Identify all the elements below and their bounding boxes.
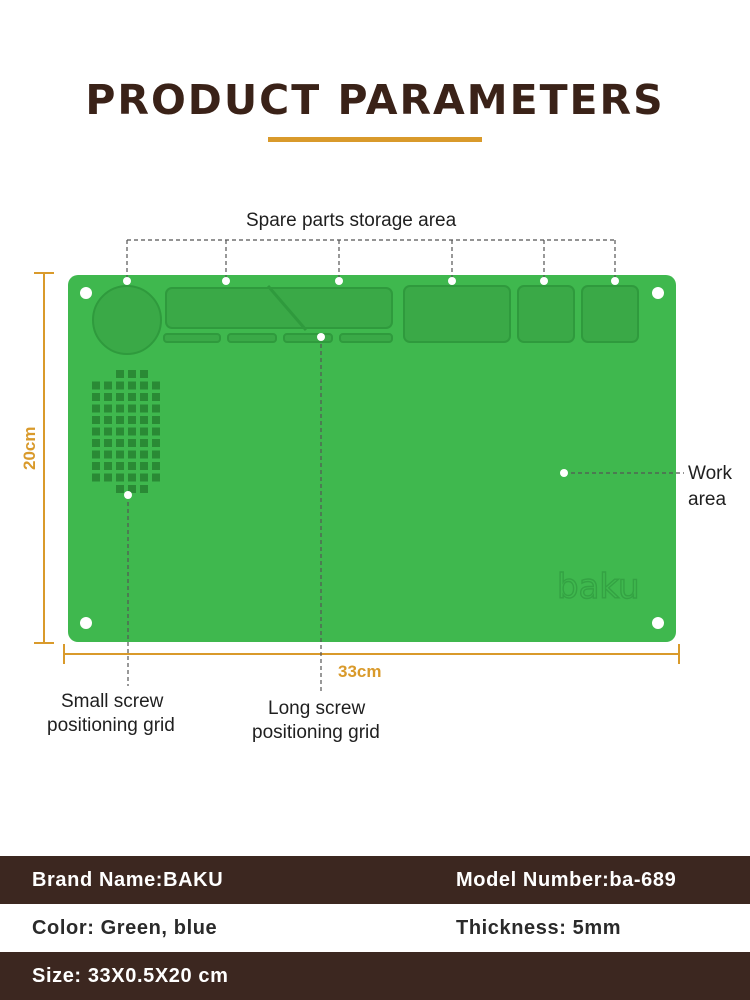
spare-parts-label: Spare parts storage area xyxy=(246,210,457,231)
height-label: 20cm xyxy=(20,426,39,470)
small-grid-label-2: positioning grid xyxy=(47,715,175,736)
work-area-label-1: Work xyxy=(688,463,732,484)
model-number: Model Number:ba-689 xyxy=(456,869,677,891)
title-underline-right xyxy=(372,137,482,142)
height-dimension xyxy=(34,272,54,644)
brand-name: Brand Name:BAKU xyxy=(32,869,224,891)
width-dimension xyxy=(63,644,680,664)
mat-body xyxy=(68,275,676,642)
storage-compartments xyxy=(92,285,639,355)
spec-row-3: Size: 33X0.5X20 cm xyxy=(0,952,750,1000)
size-spec: Size: 33X0.5X20 cm xyxy=(32,965,229,987)
spec-row-1: Brand Name:BAKU Model Number:ba-689 xyxy=(0,856,750,904)
long-grid-label-2: positioning grid xyxy=(252,722,380,743)
work-area-label-2: area xyxy=(688,489,727,510)
title-underline-left xyxy=(268,137,378,142)
color-spec: Color: Green, blue xyxy=(32,917,218,939)
small-grid-label-1: Small screw xyxy=(61,691,164,712)
mounting-holes xyxy=(80,287,664,629)
leader-lines xyxy=(126,239,684,692)
long-grid-label-1: Long screw xyxy=(268,698,366,719)
spec-row-2: Color: Green, blue Thickness: 5mm xyxy=(0,904,750,952)
brand-logo: baku xyxy=(557,567,640,607)
page-title: PRODUCT PARAMETERS xyxy=(85,76,665,124)
thickness-spec: Thickness: 5mm xyxy=(456,917,622,939)
width-label: 33cm xyxy=(338,662,382,681)
small-screw-grid xyxy=(92,370,160,493)
marker-dots xyxy=(123,277,619,499)
